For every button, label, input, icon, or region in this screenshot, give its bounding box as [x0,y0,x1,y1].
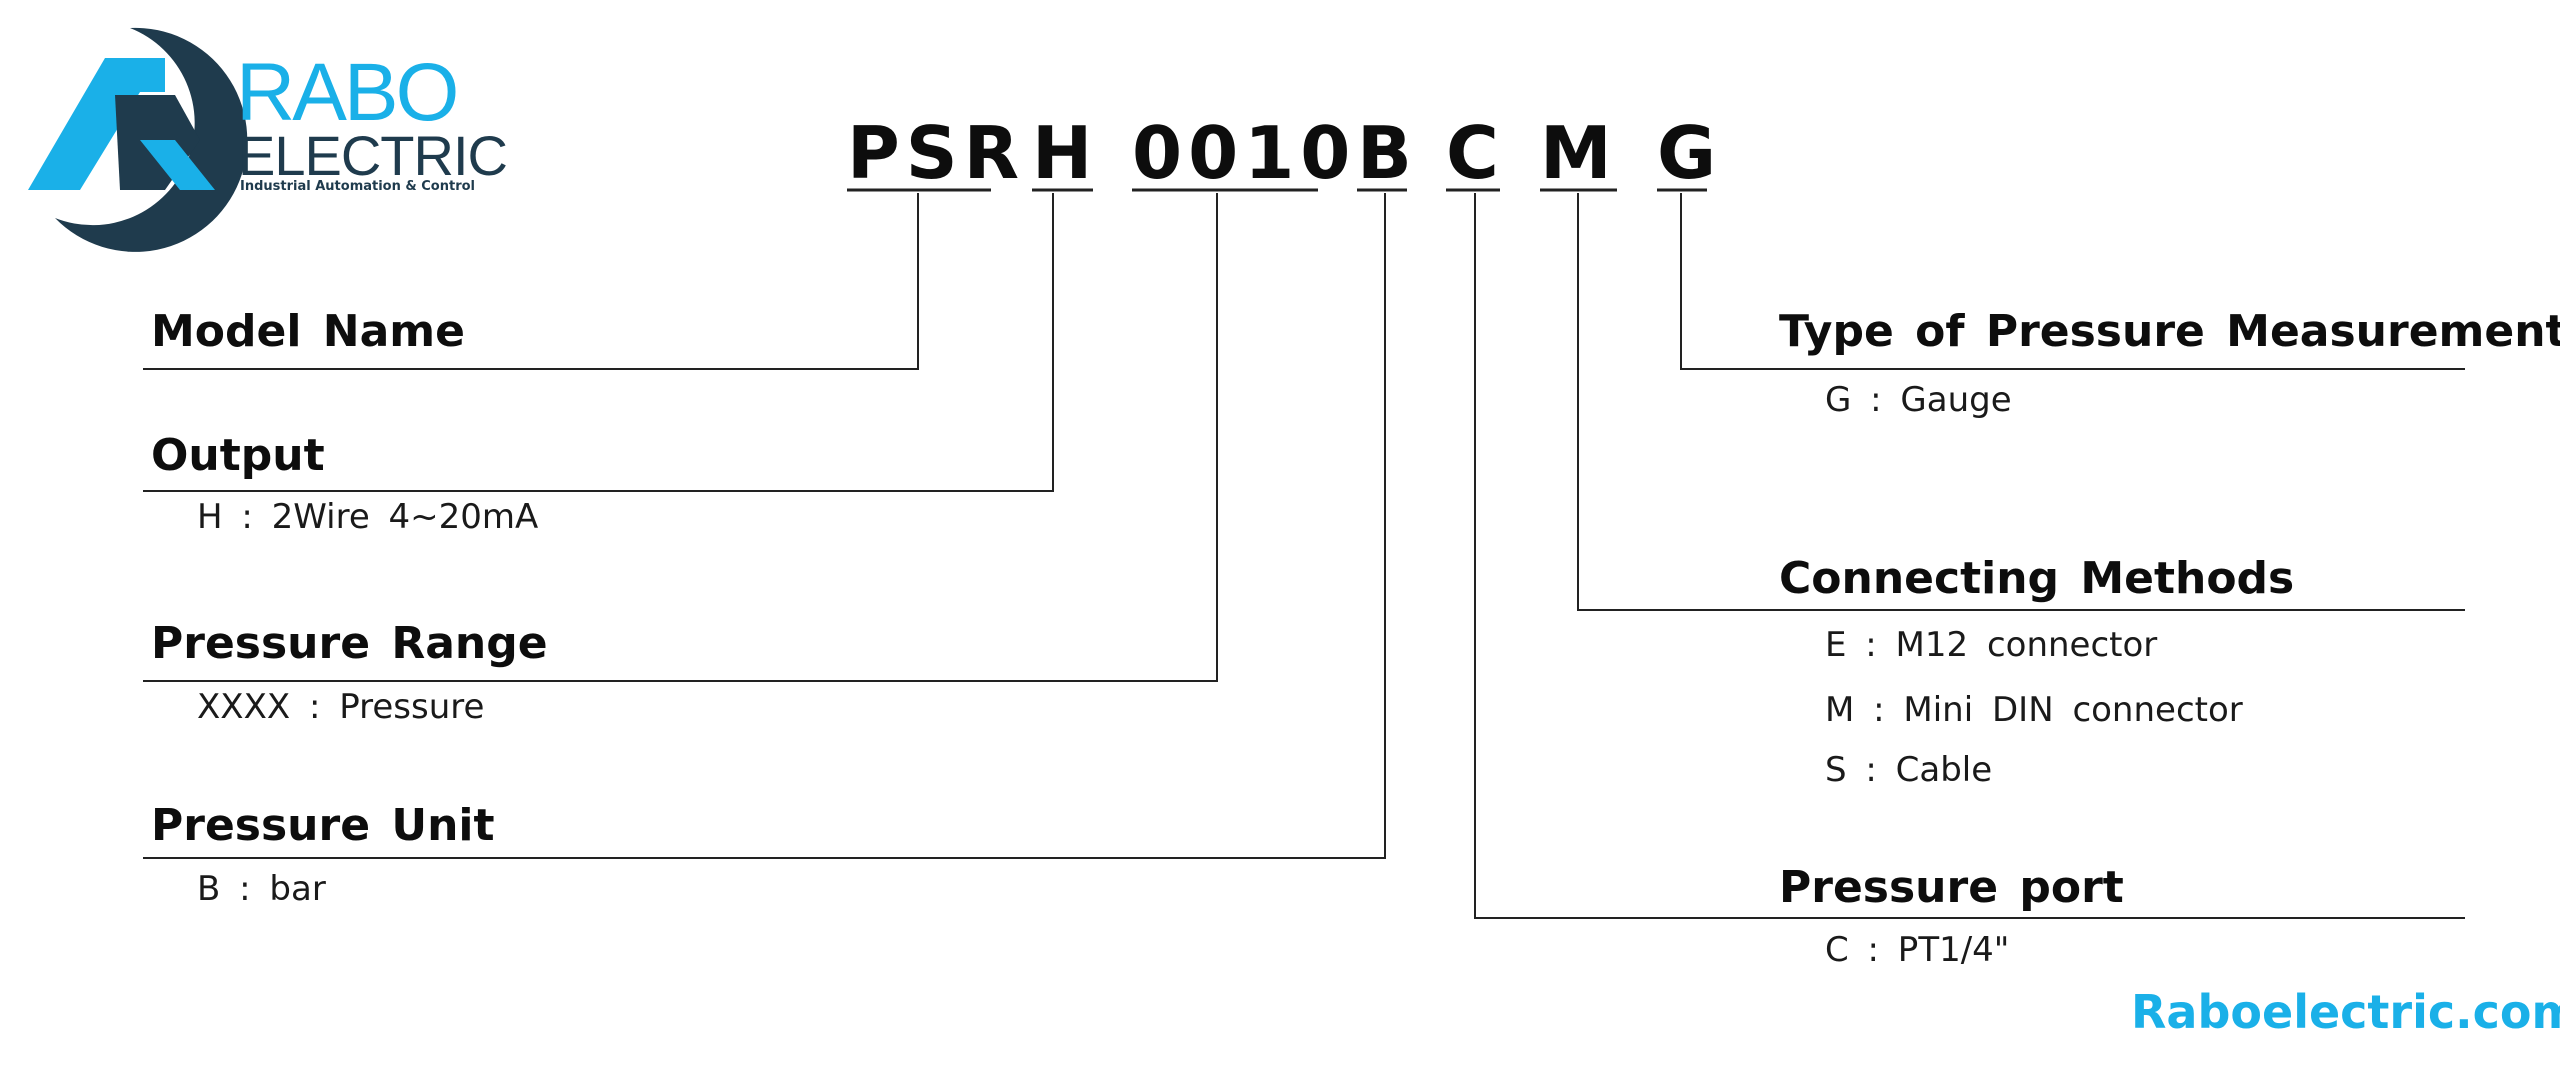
code-segment-measurement: G [1657,111,1723,195]
item-connecting-s: S : Cable [1825,750,1993,790]
code-segment-output: H [1032,111,1099,195]
heading-pressure-port: Pressure port [1779,862,2124,913]
code-segment-port: C [1446,111,1505,195]
connector-pressure-unit [143,193,1386,859]
heading-measurement-type: Type of Pressure Measurement [1779,306,2560,357]
code-segment-connection: M [1540,111,1618,195]
connector-connecting-methods [1577,193,2465,611]
connectors [143,193,2465,919]
item-connecting-e: E : M12 connector [1825,625,2158,665]
item-output-h: H : 2Wire 4~20mA [197,497,539,537]
heading-output: Output [151,430,325,481]
code-segment-psr: PSR [847,111,1026,195]
logo-b-shape [28,58,165,190]
logo-swoosh [55,27,248,252]
item-measurement-g: G : Gauge [1825,380,2012,420]
connector-pressure-port [1474,193,2465,919]
code-segment-unit: B [1357,111,1418,195]
heading-connecting-methods: Connecting Methods [1779,553,2295,604]
heading-pressure-unit: Pressure Unit [151,800,495,851]
logo-subname: ELECTRIC [238,124,508,187]
item-connecting-m: M : Mini DIN connector [1825,690,2243,730]
logo-mark [28,27,248,252]
item-pressure-range: XXXX : Pressure [197,687,485,727]
logo-leg-shape [140,140,215,190]
code-segment-range: 0010 [1132,111,1357,195]
heading-pressure-range: Pressure Range [151,618,548,669]
connector-measurement-type [1680,193,2465,370]
connector-model-name [143,193,919,370]
connector-output [143,193,1054,492]
item-pressure-port-c: C : PT1/4" [1825,930,2010,970]
heading-model-name: Model Name [151,306,465,357]
logo-tagline: Industrial Automation & Control [240,179,475,194]
item-pressure-unit: B : bar [197,869,326,909]
website-link[interactable]: Raboelectric.com [2131,985,2560,1039]
logo-name: RABO [236,47,459,138]
connector-pressure-range [143,193,1218,682]
